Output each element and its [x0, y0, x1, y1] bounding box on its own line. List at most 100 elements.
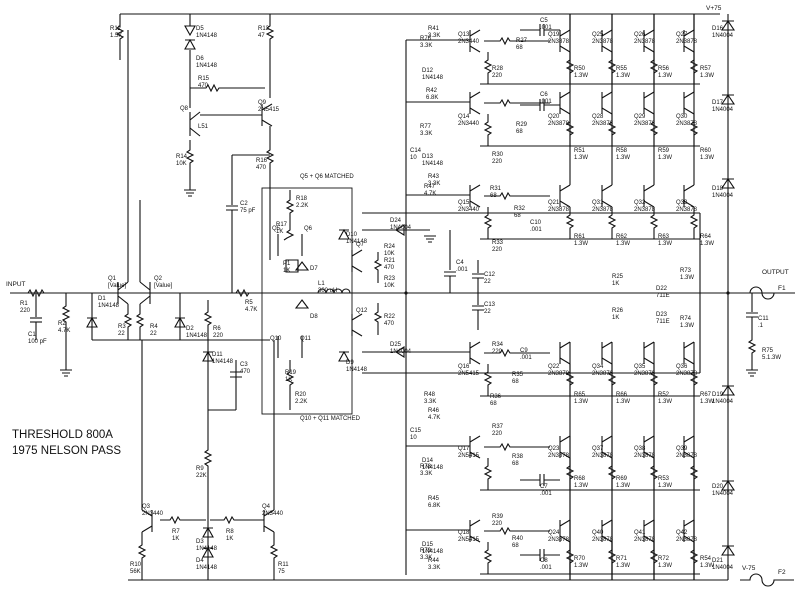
value-q17: 2N5415 — [458, 453, 480, 459]
value-r51: 1.3W — [574, 155, 588, 161]
value-q34: 2N3878 — [592, 371, 614, 377]
label-q36: Q36 — [676, 364, 688, 370]
value-q23: 2N3878 — [548, 453, 570, 459]
label-q39: Q39 — [676, 446, 688, 452]
value-r66: 1.3W — [616, 399, 630, 405]
label-d5: D5 — [196, 26, 204, 32]
value-q2: [Value] — [154, 283, 173, 289]
label-d18: D18 — [712, 186, 724, 192]
label-r39: R39 — [492, 514, 504, 520]
value-r46: 4.7K — [428, 415, 440, 421]
label-r74: R74 — [680, 316, 692, 322]
label-c12: C12 — [484, 272, 496, 278]
label-r36: R36 — [490, 394, 502, 400]
value-c2: 75 pF — [240, 208, 256, 214]
label-r11: R11 — [278, 562, 289, 568]
label-r38: R38 — [512, 454, 524, 460]
label-r7: R7 — [172, 529, 180, 535]
value-d21: 1N4004 — [712, 565, 734, 571]
label-d20: D20 — [712, 484, 724, 490]
label-r3: R3 — [118, 324, 126, 330]
value-r1: 220 — [20, 308, 31, 314]
value-r78: 3.3K — [420, 471, 432, 477]
label-c6: C6 — [540, 92, 548, 98]
label-c8: C8 — [540, 558, 548, 564]
value-c6: .001 — [540, 99, 552, 105]
value-q40: 2N3878 — [592, 537, 614, 543]
label-c13: C13 — [484, 302, 496, 308]
label-r12: R12 — [110, 26, 122, 32]
label-r8: R8 — [226, 529, 234, 535]
label-c5: C5 — [540, 18, 548, 24]
label-r62: R62 — [616, 234, 628, 240]
value-r61: 1.3W — [574, 241, 588, 247]
value-r6: 220 — [213, 333, 224, 339]
label-r70: R70 — [574, 556, 586, 562]
rail-pos-label: V+75 — [706, 5, 722, 12]
value-l1: 300 uH — [318, 288, 337, 294]
value-r55: 1.3W — [616, 73, 630, 79]
label-r58: R58 — [616, 148, 628, 154]
value-r29: 68 — [516, 129, 523, 135]
value-q3: 2N3440 — [142, 511, 164, 517]
label-q16: Q16 — [458, 364, 470, 370]
label-r14: R14 — [176, 154, 188, 160]
value-q13: 2N3440 — [458, 39, 480, 45]
value-d18: 1N4004 — [712, 193, 734, 199]
value-r56: 1.3W — [658, 73, 672, 79]
label-q28: Q28 — [592, 114, 604, 120]
value-c8: .001 — [540, 565, 552, 571]
label-r20: R20 — [295, 392, 307, 398]
label-r48: R48 — [424, 392, 436, 398]
label-r28: R28 — [492, 66, 504, 72]
value-r65: 1.3W — [574, 399, 588, 405]
title-line-1: THRESHOLD 800A — [12, 429, 113, 441]
value-r18: 2.2K — [296, 203, 308, 209]
value-r21: 470 — [384, 265, 395, 271]
value-d2: 1N4148 — [186, 333, 208, 339]
value-d3: 1N4148 — [196, 546, 218, 552]
value-d19: 1N4004 — [712, 399, 734, 405]
label-r27: R27 — [516, 38, 528, 44]
value-r32: 68 — [514, 213, 521, 219]
label-r2: R2 — [58, 321, 66, 327]
value-r54: 1.3W — [700, 563, 714, 569]
value-r41: 3.3K — [428, 33, 440, 39]
label-r40: R40 — [512, 536, 524, 542]
label-r46: R46 — [428, 408, 440, 414]
value-q27: 2N3878 — [676, 39, 698, 45]
value-r53: 1.3W — [658, 483, 672, 489]
value-q31: 2N3878 — [592, 207, 614, 213]
label-r15: R15 — [198, 76, 210, 82]
label-c1: C1 — [28, 332, 36, 338]
value-r27: 68 — [516, 45, 523, 51]
label-d11: D11 — [212, 352, 223, 358]
value-q19: 2N3878 — [548, 39, 570, 45]
label-d16: D16 — [712, 26, 724, 32]
value-r31: 68 — [490, 193, 497, 199]
label-r56: R56 — [658, 66, 670, 72]
label-r43: R43 — [428, 174, 440, 180]
label-r35: R35 — [512, 372, 524, 378]
output-label: OUTPUT — [762, 269, 789, 276]
value-c13: 22 — [484, 309, 491, 315]
part-labels: R1220R24.7KR322R422R54.7KR6220R71KR81KR9… — [20, 18, 781, 575]
value-q35: 2N3878 — [634, 371, 656, 377]
value-c1: 100 pF — [28, 339, 47, 345]
output-stage — [406, 14, 736, 580]
label-d9: D9 — [346, 360, 354, 366]
fuse-f2-label: F2 — [778, 569, 786, 576]
value-c10: .001 — [530, 227, 542, 233]
value-r13: 47 — [258, 33, 265, 39]
label-r69: R69 — [616, 476, 628, 482]
label-c7: C7 — [540, 484, 548, 490]
value-r68: 1.3W — [574, 483, 588, 489]
label-d8: D8 — [310, 314, 318, 320]
label-r18: R18 — [296, 196, 308, 202]
value-r8: 1K — [226, 536, 233, 542]
label-r57: R57 — [700, 66, 712, 72]
label-r24: R24 — [384, 244, 396, 250]
label-d4: D4 — [196, 558, 204, 564]
label-r1: R1 — [20, 301, 28, 307]
label-q27: Q27 — [676, 32, 688, 38]
